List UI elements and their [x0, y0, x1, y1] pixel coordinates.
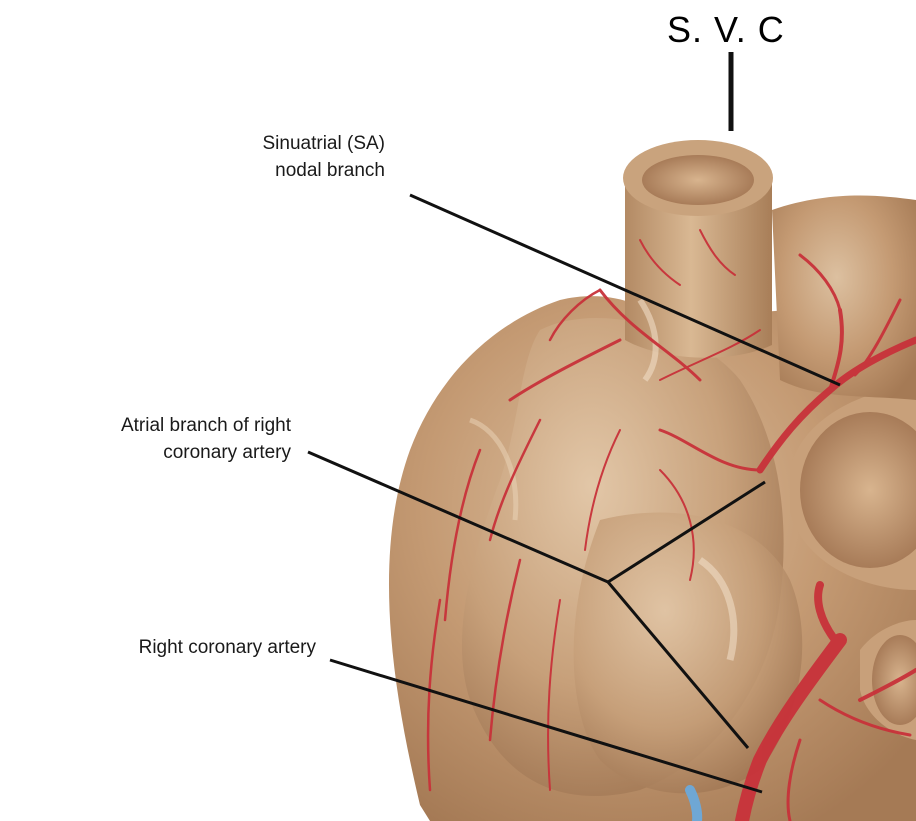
sa-nodal-branch-label-line1: Sinuatrial (SA)	[263, 130, 386, 157]
atrial-branch-label-line1: Atrial branch of right	[121, 412, 291, 439]
svc-lumen	[642, 155, 754, 205]
atrial-branch-label-line2: coronary artery	[163, 439, 291, 466]
svc-label: S. V. C	[667, 10, 785, 50]
upper-right-tissue	[772, 196, 916, 400]
right-coronary-artery-label: Right coronary artery	[139, 634, 316, 661]
sa-nodal-branch-label-line2: nodal branch	[275, 157, 385, 184]
